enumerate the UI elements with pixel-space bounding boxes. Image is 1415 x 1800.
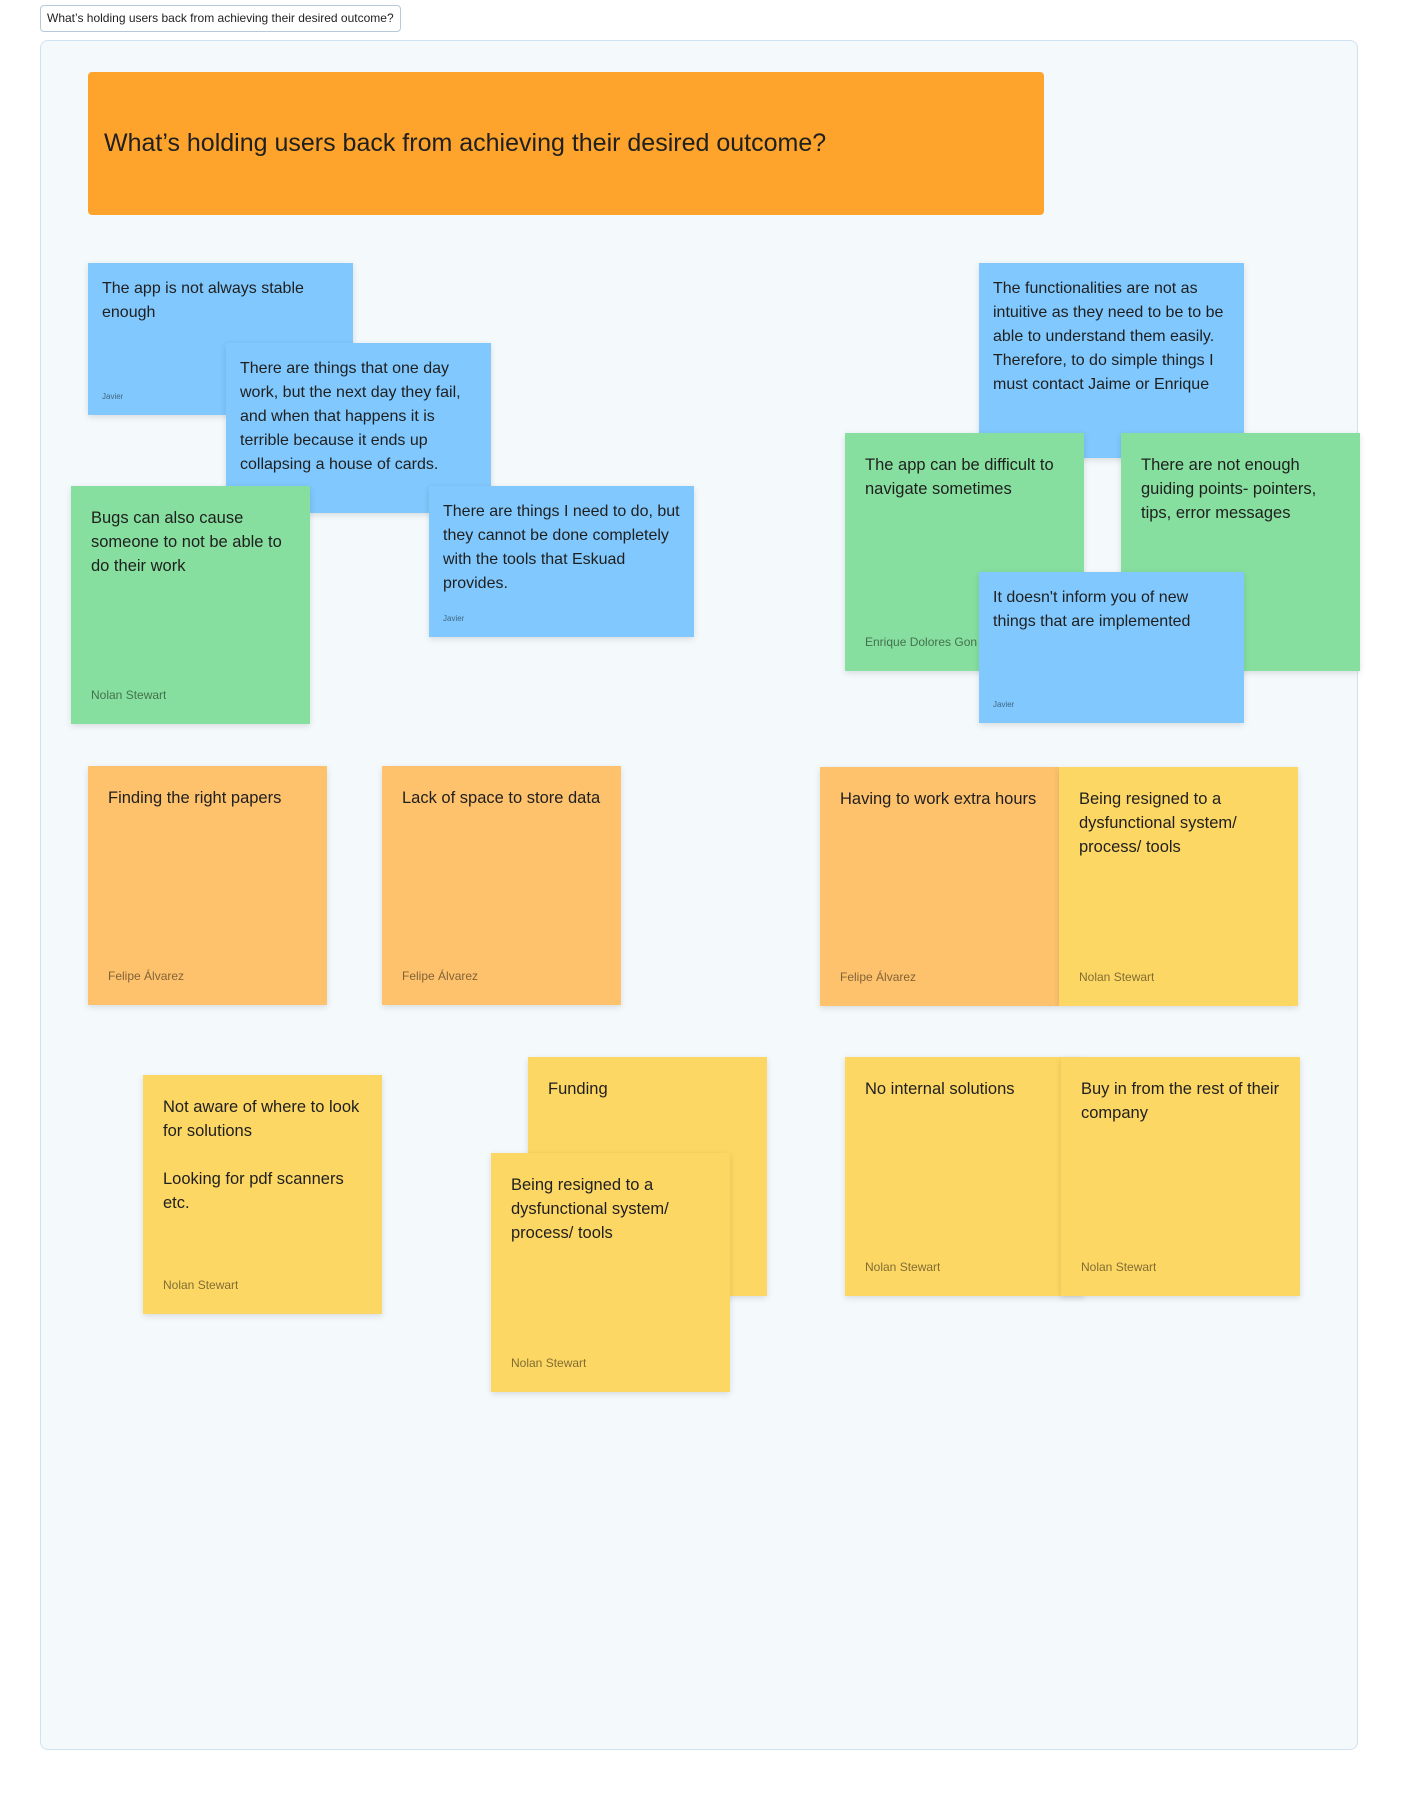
sticky-author: Felipe Álvarez — [840, 970, 917, 984]
sticky-text: Buy in from the rest of their company — [1081, 1080, 1280, 1122]
sticky-text: There are not enough guiding points- poi… — [1141, 456, 1317, 522]
sticky-text: The functionalities are not as intuitive… — [993, 280, 1224, 393]
sticky-author: Nolan Stewart — [511, 1356, 587, 1370]
sticky-note[interactable]: Lack of space to store data Felipe Álvar… — [382, 766, 621, 1005]
sticky-note[interactable]: There are things I need to do, but they … — [429, 486, 694, 637]
sticky-text: Finding the right papers — [108, 789, 282, 807]
sticky-author: Javier — [993, 700, 1015, 709]
sticky-text: Being resigned to a dysfunctional system… — [1079, 790, 1237, 856]
sticky-text: Bugs can also cause someone to not be ab… — [91, 509, 282, 575]
sticky-note[interactable]: The functionalities are not as intuitive… — [979, 263, 1244, 458]
sticky-note[interactable]: Not aware of where to look for solutions… — [143, 1075, 382, 1314]
sticky-note[interactable]: The app is not always stable enough Javi… — [88, 263, 353, 415]
sticky-author: Nolan Stewart — [865, 1260, 941, 1274]
sticky-author: Nolan Stewart — [163, 1278, 239, 1292]
sticky-text: Having to work extra hours — [840, 790, 1037, 808]
sticky-text: Lack of space to store data — [402, 789, 601, 807]
sticky-text: There are things that one day work, but … — [240, 360, 461, 473]
sticky-note[interactable]: It doesn't inform you of new things that… — [979, 572, 1244, 723]
sticky-note[interactable]: Having to work extra hours Felipe Álvare… — [820, 767, 1059, 1006]
frame-title-tab[interactable]: What’s holding users back from achieving… — [40, 5, 401, 32]
sticky-author: Felipe Álvarez — [402, 969, 479, 983]
header-card[interactable]: What’s holding users back from achieving… — [88, 72, 1044, 215]
sticky-text: It doesn't inform you of new things that… — [993, 589, 1191, 630]
sticky-text: There are things I need to do, but they … — [443, 503, 680, 592]
sticky-note[interactable]: Buy in from the rest of their company No… — [1061, 1057, 1300, 1296]
sticky-author: Nolan Stewart — [91, 688, 167, 702]
sticky-author: Felipe Álvarez — [108, 969, 185, 983]
sticky-note[interactable]: No internal solutions Nolan Stewart — [845, 1057, 1084, 1296]
sticky-text: Funding — [548, 1080, 608, 1098]
sticky-text: No internal solutions — [865, 1080, 1015, 1098]
sticky-text: The app can be difficult to navigate som… — [865, 456, 1054, 498]
sticky-note[interactable]: Being resigned to a dysfunctional system… — [491, 1153, 730, 1392]
sticky-note[interactable]: Finding the right papers Felipe Álvarez — [88, 766, 327, 1005]
header-title: What’s holding users back from achieving… — [104, 129, 827, 157]
sticky-note[interactable]: There are things that one day work, but … — [226, 343, 491, 513]
sticky-text: The app is not always stable enough — [102, 280, 304, 321]
sticky-author: Javier — [102, 392, 124, 401]
sticky-author: Nolan Stewart — [1079, 970, 1155, 984]
sticky-note[interactable]: Being resigned to a dysfunctional system… — [1059, 767, 1298, 1006]
sticky-note[interactable]: Bugs can also cause someone to not be ab… — [71, 486, 310, 724]
sticky-text: Not aware of where to look for solutions… — [163, 1098, 360, 1212]
sticky-author: Javier — [443, 614, 465, 623]
sticky-author: Nolan Stewart — [1081, 1260, 1157, 1274]
sticky-text: Being resigned to a dysfunctional system… — [511, 1176, 669, 1242]
sticky-author: Enrique Dolores Gon — [865, 635, 978, 649]
